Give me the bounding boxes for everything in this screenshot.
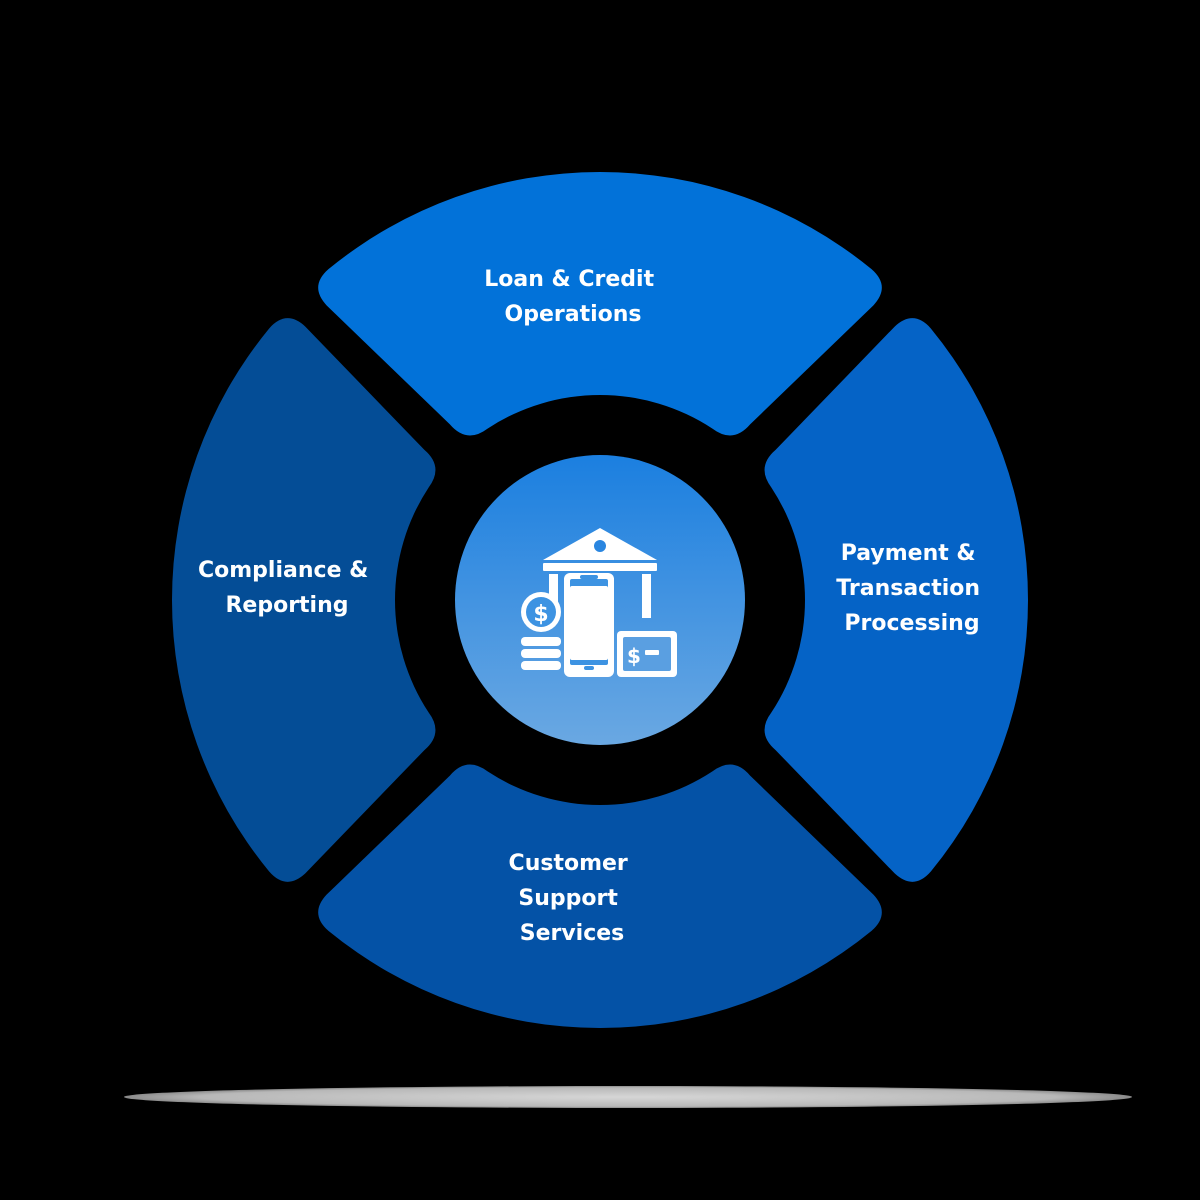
label-customer-support: Customer Support Services [509, 851, 636, 946]
ring-segments [171, 171, 1028, 1028]
label-compliance-reporting: Compliance & Reporting [198, 558, 376, 618]
ring-segment-right [764, 318, 1028, 882]
segment-labels: Loan & Credit Operations Payment & Trans… [198, 267, 987, 946]
label-line: Compliance & [198, 558, 368, 583]
label-line: Processing [844, 611, 979, 636]
ground-shadow [124, 1086, 1132, 1108]
label-line: Operations [505, 302, 642, 327]
label-line: Support [518, 886, 618, 911]
label-line: Loan & Credit [484, 267, 654, 292]
ring-segment-bottom [318, 764, 882, 1028]
svg-text:$: $ [627, 644, 641, 668]
label-line: Transaction [836, 576, 980, 601]
label-line: Customer [509, 851, 628, 876]
label-line: Services [520, 921, 625, 946]
svg-text:$: $ [533, 602, 548, 627]
ring-segment-left [171, 318, 436, 882]
label-line: Reporting [225, 593, 348, 618]
ring-segment-top [318, 171, 882, 436]
label-payment-transaction: Payment & Transaction Processing [836, 541, 987, 636]
label-line: Payment & [841, 541, 976, 566]
bank-mobile-money-icon: $ $ [521, 528, 677, 677]
label-loan-credit: Loan & Credit Operations [484, 267, 662, 327]
